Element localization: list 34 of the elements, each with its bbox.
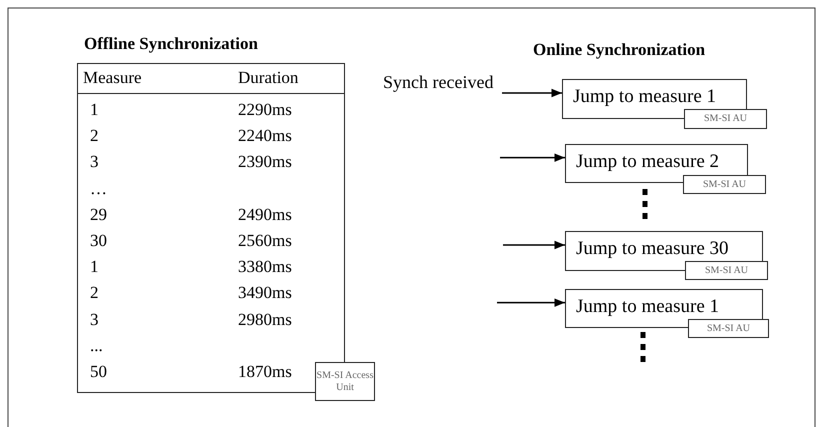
column-header: Measure <box>83 68 142 88</box>
table-cell: 2 <box>90 283 98 304</box>
table-cell: ... <box>90 336 103 356</box>
access-unit-tag: SM-SI AU <box>684 109 767 129</box>
table-cell: 3 <box>90 310 98 330</box>
table-cell: 30 <box>90 231 107 251</box>
table-cell: 2560ms <box>238 231 292 251</box>
section-heading: Online Synchronization <box>533 40 706 60</box>
table-cell: 3490ms <box>238 283 292 304</box>
table-cell: 29 <box>90 204 107 225</box>
column-header: Duration <box>238 68 298 88</box>
arrow <box>503 240 565 250</box>
arrow <box>497 298 565 307</box>
access-unit-tag: SM-SI AU <box>683 175 766 194</box>
arrow <box>500 153 565 162</box>
table-cell: 2240ms <box>238 126 292 146</box>
table-cell: 2290ms <box>238 100 292 120</box>
table-cell: 1870ms <box>238 362 292 382</box>
table-cell: 2980ms <box>238 310 292 330</box>
table-cell: … <box>90 178 107 199</box>
access-unit-tag: SM-SI AU <box>688 319 769 338</box>
arrow <box>502 88 562 98</box>
table-cell: 50 <box>90 362 107 382</box>
table-cell: 2490ms <box>238 204 292 225</box>
table-cell: 1 <box>90 100 98 120</box>
table-cell: 2 <box>90 126 98 146</box>
table-cell: 3380ms <box>238 257 292 278</box>
access-unit-tag: SM-SI Access Unit <box>315 362 375 401</box>
table-cell: 1 <box>90 257 98 278</box>
table-heading: Offline Synchronization <box>84 34 258 54</box>
access-unit-tag: SM-SI AU <box>685 261 768 280</box>
table-cell: 3 <box>90 152 98 172</box>
table-cell: 2390ms <box>238 152 292 172</box>
caption-text: Synch received <box>383 72 494 92</box>
